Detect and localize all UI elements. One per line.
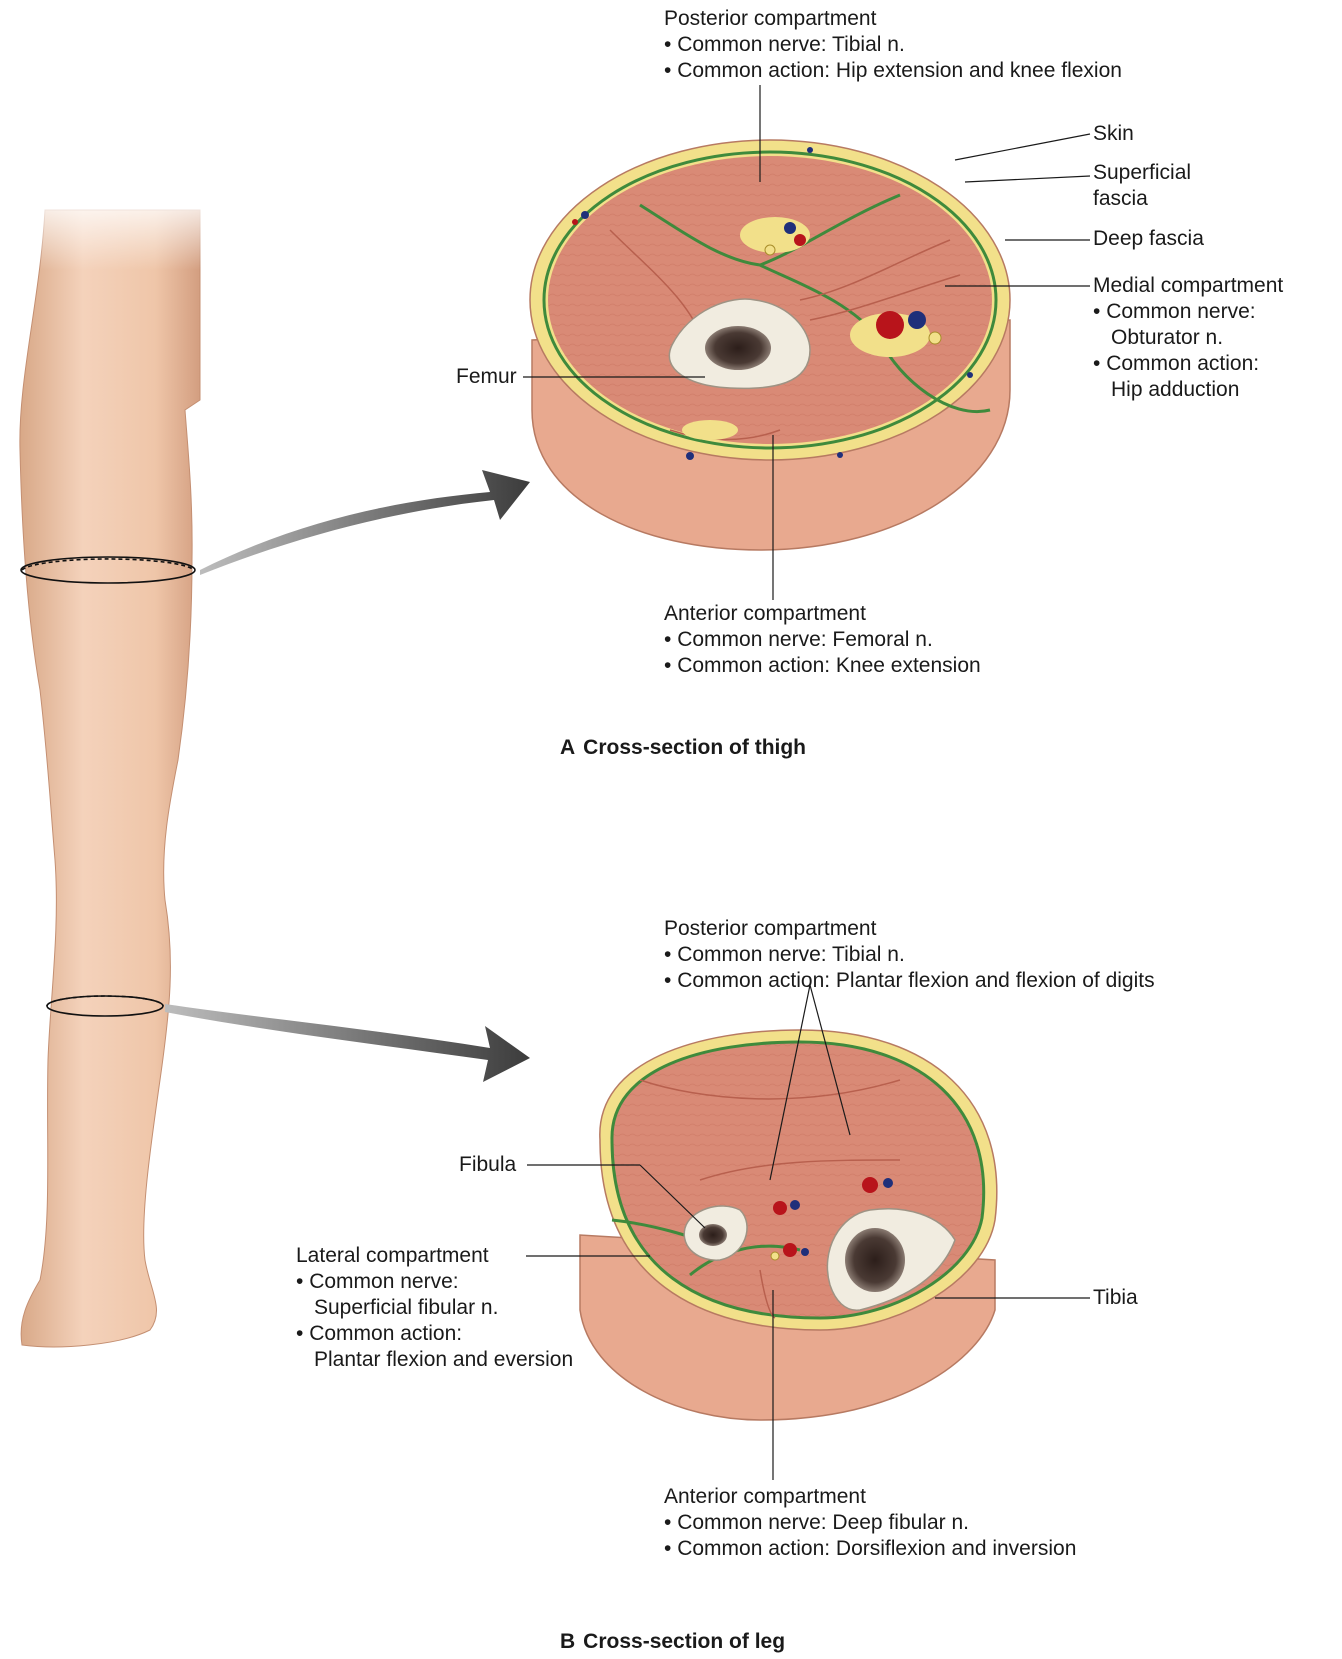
leg-caption-text: Cross-section of leg (583, 1630, 785, 1653)
leg-posterior-label: Posterior compartment Common nerve: Tibi… (664, 916, 1155, 994)
thigh-anterior-title: Anterior compartment (664, 601, 981, 627)
leg-posterior-action: Common action: Plantar flexion and flexi… (664, 968, 1155, 994)
thigh-anterior-action: Common action: Knee extension (664, 653, 981, 679)
leg-posterior-title: Posterior compartment (664, 916, 1155, 942)
thigh-posterior-title: Posterior compartment (664, 6, 1122, 32)
leg-anterior-title: Anterior compartment (664, 1484, 1076, 1510)
superficial-fascia-line2: fascia (1093, 186, 1191, 212)
thigh-medial-nerve: Common nerve: (1093, 299, 1283, 325)
superficial-fascia-label: Superficial fascia (1093, 160, 1191, 212)
leg-posterior-nerve: Common nerve: Tibial n. (664, 942, 1155, 968)
thigh-medial-action: Common action: (1093, 351, 1283, 377)
thigh-caption: A Cross-section of thigh (560, 736, 806, 760)
tibia-label: Tibia (1093, 1285, 1138, 1311)
thigh-caption-text: Cross-section of thigh (583, 736, 806, 759)
thigh-medial-nerve-name: Obturator n. (1093, 325, 1283, 351)
thigh-medial-title: Medial compartment (1093, 273, 1283, 299)
leg-anterior-nerve: Common nerve: Deep fibular n. (664, 1510, 1076, 1536)
leg-silhouette (0, 190, 210, 1347)
deep-fascia-label: Deep fascia (1093, 226, 1204, 252)
leg-lateral-title: Lateral compartment (296, 1243, 573, 1269)
thigh-caption-letter: A (560, 736, 575, 759)
thigh-anterior-nerve: Common nerve: Femoral n. (664, 627, 981, 653)
superficial-fascia-line1: Superficial (1093, 160, 1191, 186)
skin-label: Skin (1093, 121, 1134, 147)
leg-caption: B Cross-section of leg (560, 1630, 785, 1654)
leg-lateral-label: Lateral compartment Common nerve: Superf… (296, 1243, 573, 1373)
leg-anterior-action: Common action: Dorsiflexion and inversio… (664, 1536, 1076, 1562)
leg-anterior-label: Anterior compartment Common nerve: Deep … (664, 1484, 1076, 1562)
fibula-label: Fibula (459, 1152, 516, 1178)
thigh-medial-label: Medial compartment Common nerve: Obturat… (1093, 273, 1283, 403)
thigh-medial-action-name: Hip adduction (1093, 377, 1283, 403)
leg-arrow (165, 1004, 530, 1082)
thigh-arrow (200, 470, 530, 575)
thigh-cross-section (530, 140, 1010, 550)
thigh-posterior-action: Common action: Hip extension and knee fl… (664, 58, 1122, 84)
leg-lateral-nerve-name: Superficial fibular n. (296, 1295, 573, 1321)
thigh-posterior-nerve: Common nerve: Tibial n. (664, 32, 1122, 58)
leg-lateral-nerve: Common nerve: (296, 1269, 573, 1295)
leg-lateral-action-name: Plantar flexion and eversion (296, 1347, 573, 1373)
thigh-posterior-label: Posterior compartment Common nerve: Tibi… (664, 6, 1122, 84)
leg-lateral-action: Common action: (296, 1321, 573, 1347)
thigh-anterior-label: Anterior compartment Common nerve: Femor… (664, 601, 981, 679)
leg-caption-letter: B (560, 1630, 575, 1653)
femur-label: Femur (456, 364, 517, 390)
